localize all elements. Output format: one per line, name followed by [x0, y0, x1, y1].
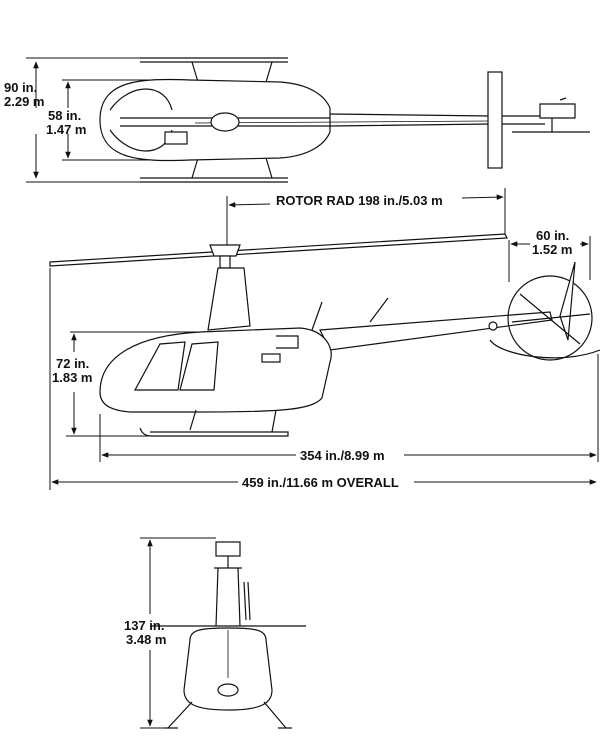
side-main-rotor-blade — [49, 233, 508, 267]
side-vertical-fin — [559, 261, 576, 341]
top-cabin-in-label: 58 in. — [48, 108, 81, 123]
side-skid — [139, 427, 289, 437]
tail-rotor-m-label: 1.52 m — [532, 242, 572, 257]
top-horizontal-stabilizer — [487, 71, 503, 169]
front-height-in-label: 137 in. — [124, 618, 164, 633]
side-height-in-label: 72 in. — [56, 356, 89, 371]
top-cross-tubes — [191, 61, 273, 179]
front-mast — [214, 567, 242, 627]
top-tail-rotor — [539, 103, 576, 119]
top-window — [164, 131, 188, 145]
side-pylon — [207, 267, 251, 331]
side-tail-skid — [489, 339, 601, 359]
top-tail-boom — [329, 113, 491, 127]
side-view — [49, 188, 601, 490]
side-skid-struts — [189, 409, 277, 433]
top-cabin-m-label: 1.47 m — [46, 122, 86, 137]
side-doors-windows — [133, 341, 219, 391]
side-height-m-label: 1.83 m — [52, 370, 92, 385]
rotor-radius-label: ROTOR RAD 198 in./5.03 m — [276, 193, 443, 208]
overall-length-label: 459 in./11.66 m OVERALL — [242, 475, 399, 490]
front-rotor-hub — [215, 541, 241, 557]
side-rotor-hub — [209, 244, 241, 257]
front-view — [140, 537, 306, 729]
top-width-m-label: 2.29 m — [4, 94, 44, 109]
front-tail-rotor-edge — [243, 581, 251, 621]
side-tail-rotor-disc — [507, 275, 593, 361]
top-view — [26, 57, 590, 183]
side-antennas — [311, 297, 389, 331]
top-width-in-label: 90 in. — [4, 80, 37, 95]
top-rotor-hub — [210, 112, 240, 132]
side-vent — [261, 353, 281, 363]
front-nose-light — [217, 683, 239, 697]
front-skid-gear — [164, 701, 292, 729]
fuselage-length-label: 354 in./8.99 m — [300, 448, 385, 463]
front-height-m-label: 3.48 m — [126, 632, 166, 647]
tail-rotor-in-label: 60 in. — [536, 228, 569, 243]
